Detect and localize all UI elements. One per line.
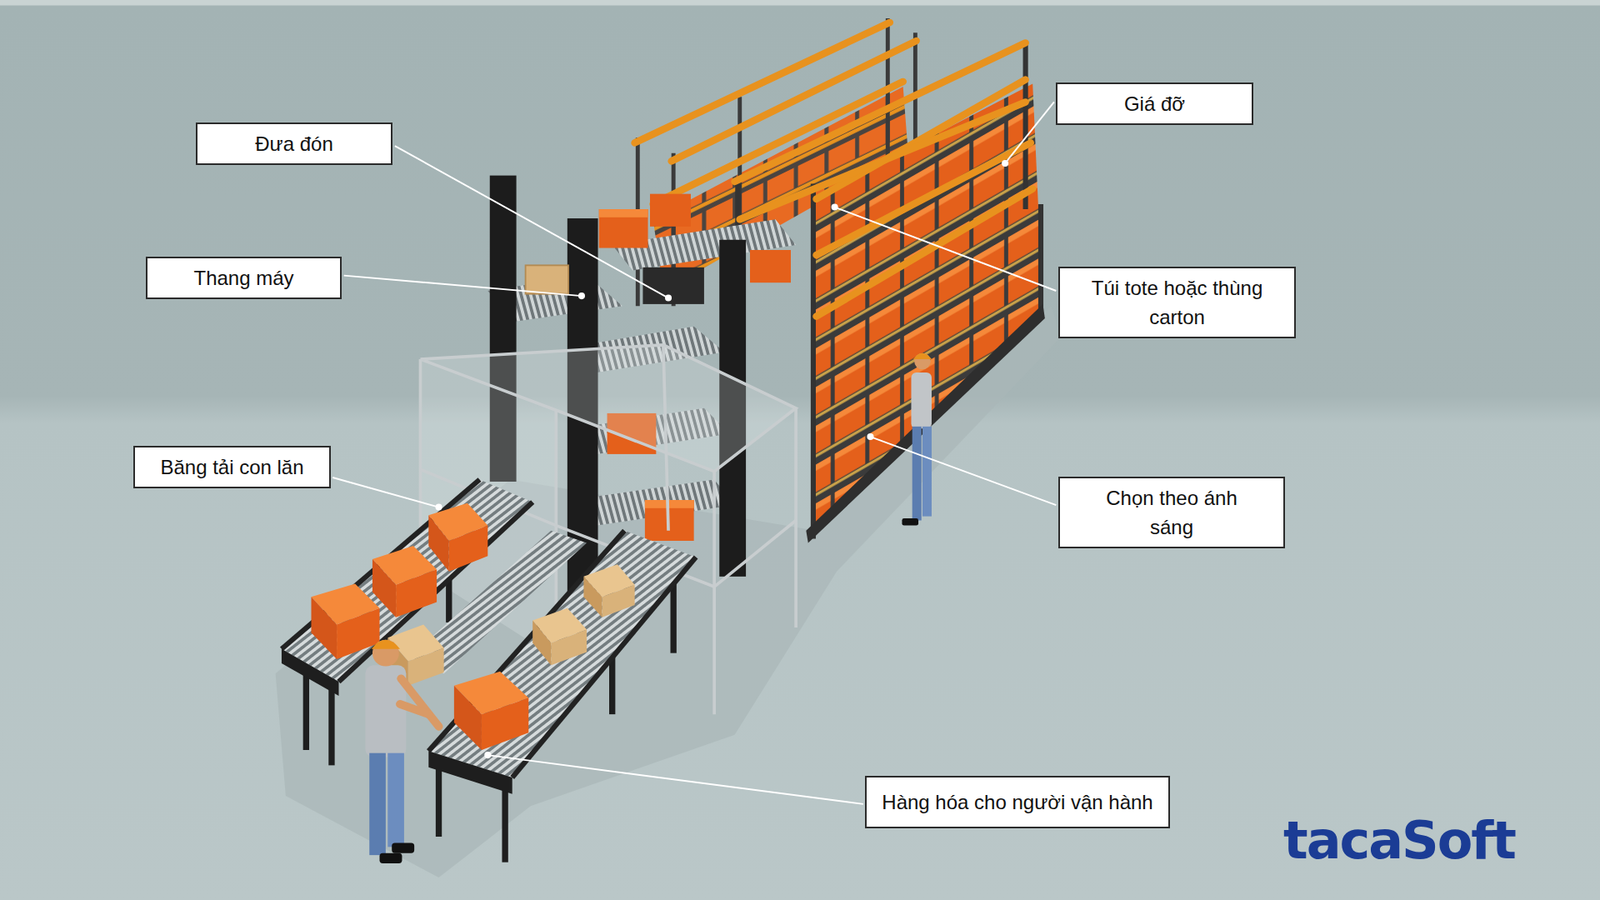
callout-label: Băng tải con lăn xyxy=(160,452,304,482)
callout-label: Chọn theo ánh sáng xyxy=(1100,483,1243,542)
callout-box: Túi tote hoặc thùng carton xyxy=(1058,266,1296,339)
callout-label: Hàng hóa cho người vận hành xyxy=(881,787,1153,817)
callout-label: Giá đỡ xyxy=(1124,89,1185,119)
callout-label: Thang máy xyxy=(193,263,294,293)
callout-box: Băng tải con lăn xyxy=(133,445,331,489)
brand-watermark: tacaSoft xyxy=(1283,810,1515,871)
callout-box: Hàng hóa cho người vận hành xyxy=(865,775,1170,829)
callout-label: Đưa đón xyxy=(255,129,333,159)
callout-label: Túi tote hoặc thùng carton xyxy=(1070,273,1284,332)
callout-box: Chọn theo ánh sáng xyxy=(1058,476,1285,549)
callout-box: Thang máy xyxy=(145,256,342,300)
callout-box: Đưa đón xyxy=(195,122,393,165)
callout-box: Giá đỡ xyxy=(1055,82,1254,125)
